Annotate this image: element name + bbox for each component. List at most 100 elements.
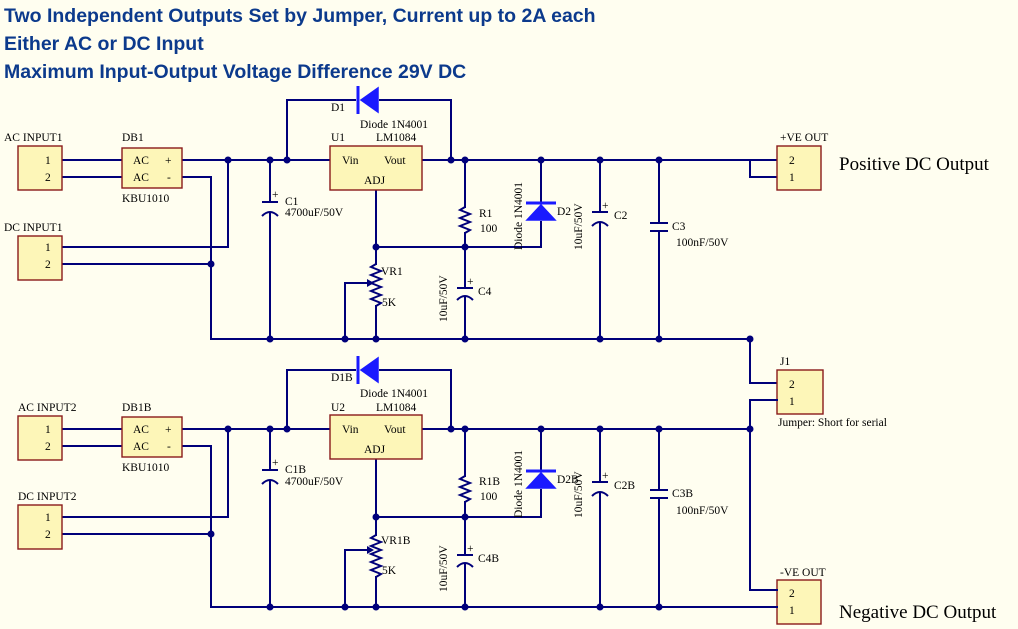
- ac-input-1-ref: AC INPUT1: [4, 132, 63, 144]
- pos-out-ref: +VE OUT: [780, 132, 828, 144]
- db1-part: KBU1010: [122, 193, 170, 205]
- vr1-ref: VR1: [381, 266, 403, 278]
- c1-value: 4700uF/50V: [285, 207, 344, 219]
- vr1b-value: 5K: [382, 565, 397, 577]
- c4-ref: C4: [478, 286, 492, 298]
- u1-adj: ADJ: [364, 175, 386, 187]
- stage-1-wiring: [61, 99, 778, 384]
- diode-d1b: D1B Diode 1N4001: [331, 356, 428, 400]
- u2-vout: Vout: [384, 424, 406, 436]
- capacitor-c4b: + C4B 10uF/50V: [438, 543, 499, 592]
- neg-out-pin-1: 1: [789, 605, 795, 617]
- vr1-value: 5K: [382, 297, 397, 309]
- db1-plus: +: [165, 155, 172, 167]
- c1b-ref: C1B: [285, 464, 306, 476]
- regulator-u2: U2 LM1084 Vin Vout ADJ: [329, 402, 423, 460]
- potentiometer-vr1: VR1 5K: [364, 263, 403, 309]
- c1-polarity: +: [272, 189, 279, 201]
- dc-input-2-pin-1: 1: [45, 512, 51, 524]
- positive-dc-output-label: Positive DC Output: [839, 154, 990, 175]
- connector-ac-input-2: AC INPUT2 1 2: [17, 402, 77, 461]
- title-line-3: Maximum Input-Output Voltage Difference …: [4, 61, 467, 83]
- capacitor-c2b: + C2B 10uF/50V: [573, 470, 635, 518]
- vr1b-ref: VR1B: [381, 535, 411, 547]
- db1b-ref: DB1B: [122, 402, 152, 414]
- u1-vin: Vin: [342, 155, 359, 167]
- db1b-ac-top: AC: [133, 424, 149, 436]
- connector-dc-input-2: DC INPUT2 1 2: [17, 491, 77, 550]
- db1-minus: -: [167, 172, 171, 184]
- dc-input-1-ref: DC INPUT1: [4, 222, 63, 234]
- j1-ref: J1: [780, 356, 790, 368]
- stage-1: AC INPUT1 1 2 DC INPUT1 1 2 DB1 AC AC + …: [4, 86, 778, 384]
- c1b-polarity: +: [272, 457, 279, 469]
- u1-part: LM1084: [376, 132, 417, 144]
- stage-2: AC INPUT2 1 2 DC INPUT2 1 2 DB1B AC AC +…: [17, 356, 778, 611]
- stage-2-junctions: [207, 425, 754, 611]
- c3-ref: C3: [672, 221, 686, 233]
- ac-input-2-pin-2: 2: [45, 441, 51, 453]
- db1-ac-top: AC: [133, 155, 149, 167]
- dc-input-2-pin-2: 2: [45, 529, 51, 541]
- dc-input-1-pin-1: 1: [45, 242, 51, 254]
- d2-ref: D2: [557, 206, 571, 218]
- diode-d2b: D2B Diode 1N4001: [513, 450, 579, 518]
- ac-input-1-pin-1: 1: [45, 155, 51, 167]
- j1-note: Jumper: Short for serial: [778, 417, 887, 429]
- c4b-value: 10uF/50V: [438, 545, 450, 592]
- title-line-2: Either AC or DC Input: [4, 33, 204, 55]
- connector-ac-input-1: AC INPUT1 1 2: [4, 132, 63, 191]
- capacitor-c3: C3 100nF/50V: [650, 221, 729, 249]
- c2-polarity: +: [602, 200, 609, 212]
- db1b-plus: +: [165, 424, 172, 436]
- c4b-polarity: +: [467, 543, 474, 555]
- d2b-part: Diode 1N4001: [513, 450, 525, 518]
- c2b-ref: C2B: [614, 480, 635, 492]
- u1-vout: Vout: [384, 155, 406, 167]
- c3b-ref: C3B: [672, 488, 693, 500]
- u2-adj: ADJ: [364, 444, 386, 456]
- c4-value: 10uF/50V: [438, 275, 450, 322]
- d1b-part: Diode 1N4001: [360, 388, 428, 400]
- c1-ref: C1: [285, 196, 299, 208]
- connector-positive-out: +VE OUT 2 1 Positive DC Output: [776, 132, 990, 191]
- diode-d2: D2 Diode 1N4001: [513, 182, 571, 250]
- c3-value: 100nF/50V: [676, 237, 729, 249]
- r1-value: 100: [480, 223, 498, 235]
- c2b-value: 10uF/50V: [573, 471, 585, 518]
- c2b-polarity: +: [602, 470, 609, 482]
- pos-out-pin-2: 2: [789, 155, 795, 167]
- stage-2-wiring: [61, 369, 778, 608]
- r1-ref: R1: [479, 208, 493, 220]
- capacitor-c3b: C3B 100nF/50V: [650, 488, 729, 517]
- title-block: Two Independent Outputs Set by Jumper, C…: [4, 2, 596, 86]
- j1-pin-1: 1: [789, 396, 795, 408]
- pos-out-pin-1: 1: [789, 172, 795, 184]
- d1-part: Diode 1N4001: [360, 119, 428, 131]
- j1-pin-2: 2: [789, 379, 795, 391]
- c2-ref: C2: [614, 210, 628, 222]
- u2-ref: U2: [331, 402, 345, 414]
- connector-j1: J1 2 1 Jumper: Short for serial: [776, 356, 887, 429]
- connector-negative-out: -VE OUT 2 1 Negative DC Output: [776, 567, 997, 625]
- regulator-u1: U1 LM1084 Vin Vout ADJ: [329, 132, 423, 191]
- resistor-r1: R1 100: [457, 206, 498, 235]
- title-line-1: Two Independent Outputs Set by Jumper, C…: [4, 5, 596, 27]
- neg-out-pin-2: 2: [789, 588, 795, 600]
- connector-dc-input-1: DC INPUT1 1 2: [4, 222, 63, 281]
- negative-dc-output-label: Negative DC Output: [839, 602, 997, 623]
- r1b-value: 100: [480, 491, 498, 503]
- db1-ac-bottom: AC: [133, 172, 149, 184]
- db1b-part: KBU1010: [122, 462, 170, 474]
- ac-input-1-pin-2: 2: [45, 172, 51, 184]
- c2-value: 10uF/50V: [573, 203, 585, 250]
- db1-ref: DB1: [122, 132, 144, 144]
- db1b-ac-bottom: AC: [133, 441, 149, 453]
- d1-ref: D1: [331, 102, 345, 114]
- bridge-rectifier-db1: DB1 AC AC + - KBU1010: [121, 132, 183, 205]
- c3b-value: 100nF/50V: [676, 505, 729, 517]
- dc-input-1-pin-2: 2: [45, 259, 51, 271]
- d1b-ref: D1B: [331, 372, 353, 384]
- capacitor-c1: + C1 4700uF/50V: [261, 189, 344, 219]
